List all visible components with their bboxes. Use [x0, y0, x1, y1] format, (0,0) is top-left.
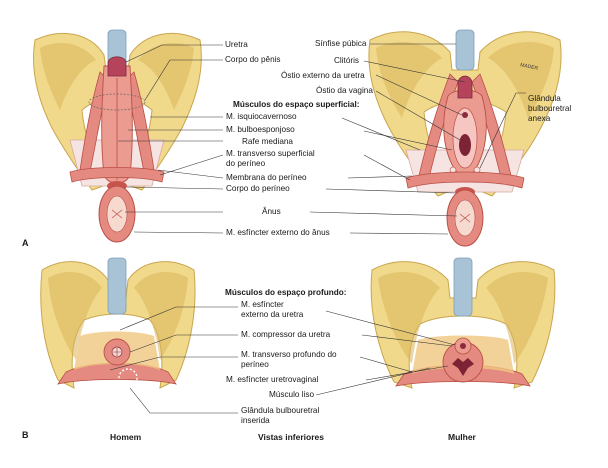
- leader-corpo-perineo: [126, 186, 224, 190]
- leader-bf-transverso: [359, 356, 413, 373]
- label-ostio-vagina: Óstio da vagina: [316, 86, 373, 95]
- label-uretra: Uretra: [225, 40, 248, 49]
- leader-ostio-vagina: [375, 90, 461, 141]
- female-deep-illustration: [370, 257, 556, 389]
- female-deep-bone-shading: [378, 272, 548, 364]
- leader-f-transverso: [363, 154, 411, 181]
- male-urethra-star: [113, 348, 121, 356]
- panel-label-b: B: [22, 430, 29, 440]
- female-anus-mark: [459, 213, 471, 223]
- male-penis-tip: [107, 56, 127, 77]
- male-transverse-superficial: [69, 167, 165, 183]
- label-rafe: Rafe mediana: [242, 137, 293, 146]
- leader-f-membrana: [347, 175, 413, 179]
- leader-membrana: [157, 169, 224, 179]
- label-glandula-ins-2: inserida: [241, 416, 270, 425]
- label-glandula-1: Glândula: [528, 94, 561, 103]
- label-profundo-heading: Músculos do espaço profundo:: [225, 288, 347, 297]
- leader-corpo-penis: [144, 59, 223, 101]
- male-deep-symphysis: [107, 257, 127, 315]
- female-deep-symphysis: [453, 257, 473, 317]
- leader-bf-liso: [315, 367, 431, 396]
- leader-ostio-uretra: [375, 74, 463, 116]
- label-uretrovaginal: M. esfíncter uretrovaginal: [226, 375, 319, 384]
- label-compressor: M. compressor da uretra: [241, 330, 331, 339]
- leader-glandula: [479, 92, 526, 169]
- label-corpo-perineo: Corpo do períneo: [226, 184, 290, 193]
- caption-male: Homem: [110, 432, 142, 442]
- leader-f-corpo-perineo: [325, 188, 456, 194]
- female-urethral-lumen: [460, 343, 466, 349]
- label-membrana: Membrana do períneo: [226, 173, 307, 182]
- label-sinfise: Sínfise púbica: [315, 39, 367, 48]
- female-pubic-symphysis: [455, 29, 475, 71]
- female-transverse-superficial: [405, 171, 525, 189]
- label-esfincter-anus: M. esfíncter externo do ânus: [226, 228, 330, 237]
- male-embedded-gland: [118, 368, 138, 388]
- female-bone-shading: [376, 42, 554, 119]
- label-esfincter-uretra-1: M. esfíncter: [241, 300, 284, 309]
- label-liso: Músculo liso: [269, 390, 315, 399]
- leader-clitoris: [363, 60, 466, 83]
- leader-transverso-sup: [159, 154, 224, 176]
- leader-lines: [109, 43, 526, 414]
- leader-b-glandula: [129, 387, 238, 414]
- label-bulboesponjoso: M. bulboesponjoso: [226, 125, 295, 134]
- label-transverso-prof-2: períneo: [241, 360, 269, 369]
- leader-b-esfincter-uretra: [119, 306, 238, 331]
- label-glandula-ins-1: Glândula bulbouretral: [241, 406, 320, 415]
- leader-f-esfincter: [349, 232, 449, 235]
- caption-views: Vistas inferiores: [258, 432, 324, 442]
- label-ostio-uretra: Óstio externo da uretra: [281, 71, 365, 80]
- female-urethral-orifice: [462, 112, 468, 118]
- male-superficial-illustration: [33, 29, 202, 243]
- label-clitoris: Clitóris: [334, 56, 360, 65]
- label-transverso-sup-2: do períneo: [226, 159, 266, 168]
- male-deep-illustration: [40, 257, 196, 389]
- panel-label-a: A: [22, 238, 29, 248]
- leader-f-anus: [309, 211, 458, 217]
- label-glandula-2: bulbouretral: [528, 104, 572, 113]
- leader-b-compressor: [129, 334, 238, 353]
- male-bone-shading: [40, 43, 194, 110]
- leader-esfincter-anus: [133, 231, 224, 234]
- leader-f-bulboesponjoso: [363, 130, 453, 151]
- label-esfincter-uretra-2: externo da uretra: [241, 310, 304, 319]
- label-corpo-penis: Corpo do pênis: [225, 55, 281, 64]
- label-glandula-3: anexa: [528, 114, 551, 123]
- label-isquiocavernoso: M. isquiocavernoso: [226, 112, 297, 121]
- male-deep-bone-shading: [48, 272, 188, 360]
- label-transverso-sup-1: M. transverso superficial: [226, 149, 315, 158]
- male-anus-mark: [111, 209, 123, 219]
- female-vaginal-orifice: [459, 134, 471, 156]
- leader-b-transverso: [109, 356, 238, 371]
- female-vaginal-lumen: [452, 358, 474, 376]
- leader-bf-esfincter-uretra: [325, 310, 456, 346]
- leader-uretra: [125, 44, 223, 63]
- label-superficial-heading: Músculos do espaço superficial:: [233, 100, 360, 109]
- label-transverso-prof-1: M. transverso profundo do: [241, 350, 337, 359]
- female-clitoris: [457, 75, 473, 99]
- caption-female: Mulher: [448, 432, 476, 442]
- leader-f-isquiocavernoso: [341, 117, 421, 151]
- label-anus: Ânus: [262, 207, 281, 216]
- leader-bf-uretrovaginal: [365, 365, 449, 381]
- female-superficial-illustration: [368, 29, 562, 247]
- leader-bf-compressor: [361, 334, 453, 347]
- male-penis-outline: [88, 93, 146, 111]
